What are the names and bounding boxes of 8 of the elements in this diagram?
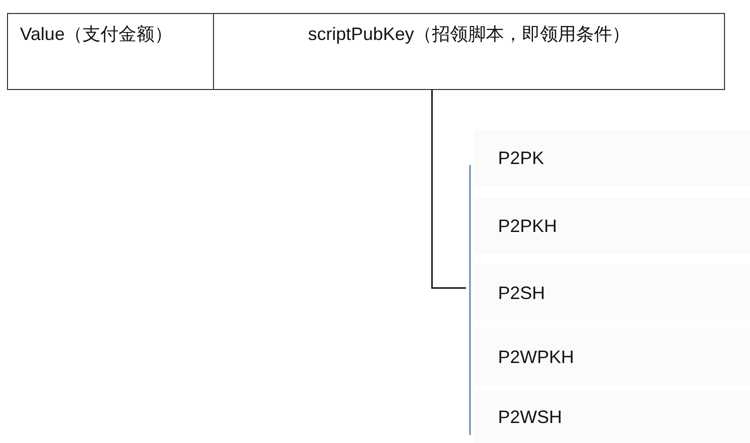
list-item: P2PKH [474,198,750,254]
list-item: P2WPKH [474,329,750,385]
list-item: P2PK [474,130,750,186]
list-item: P2SH [474,265,750,321]
list-item: P2WSH [474,391,750,443]
connector-line [431,90,466,289]
table-cell: scriptPubKey（招领脚本，即领用条件） [213,13,725,90]
table-cell: Value（支付金额） [7,13,214,90]
